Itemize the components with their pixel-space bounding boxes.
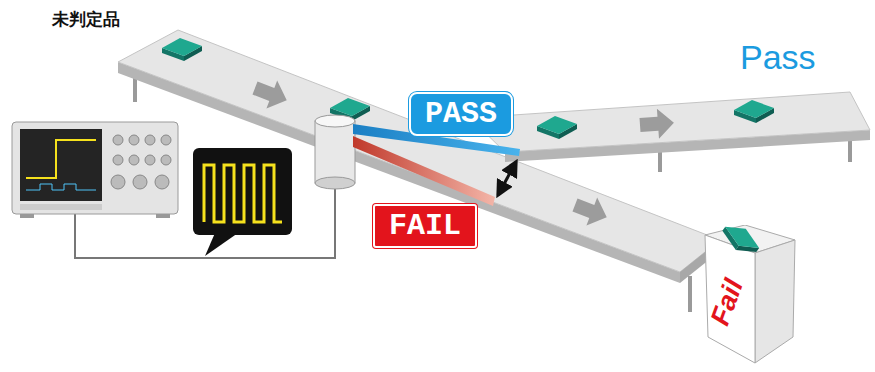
label-text: 未判定品 (52, 9, 120, 29)
label-text: Pass (740, 38, 816, 76)
switch-arrow (498, 162, 516, 195)
pulse-bubble (193, 148, 292, 256)
fail-bin: Fail (700, 225, 800, 367)
oscilloscope (12, 122, 178, 218)
item-status-label: 未判定品 (52, 8, 120, 31)
pass-conveyor (470, 92, 870, 162)
status-badge: FAIL (373, 204, 477, 248)
sensor (315, 115, 355, 189)
pass-output-label: Pass (740, 38, 816, 77)
main-conveyor (118, 30, 720, 283)
badge-text: FAIL (389, 209, 461, 243)
status-badge: PASS (409, 92, 513, 136)
items (162, 38, 774, 139)
badge-text: PASS (425, 97, 497, 131)
